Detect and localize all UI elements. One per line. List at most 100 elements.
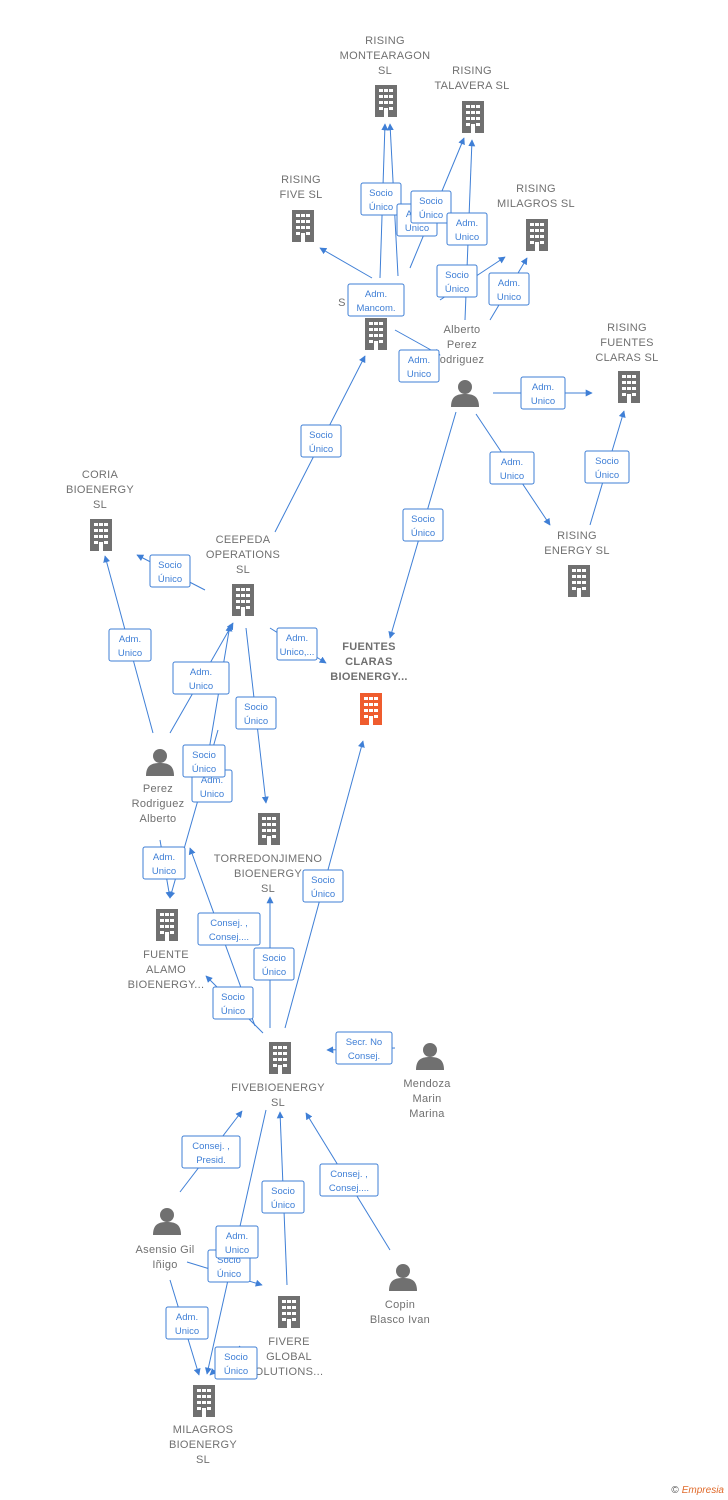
node-label[interactable]: OPERATIONS [206, 549, 280, 561]
edge-label-box[interactable] [520, 376, 566, 410]
node-label[interactable]: SL [378, 65, 392, 77]
edge-label-box[interactable] [489, 451, 535, 485]
edge-label[interactable]: Adm.Unico [165, 1306, 209, 1340]
node-label[interactable]: SL [261, 883, 275, 895]
edge-label-box[interactable] [253, 947, 295, 981]
edge-label-box[interactable] [335, 1031, 393, 1065]
node-label[interactable]: SL [271, 1097, 285, 1109]
building-icon[interactable] [90, 519, 112, 551]
node-rising-talavera[interactable]: RISING TALAVERA SL [434, 65, 509, 133]
node-rising-energy[interactable]: RISING ENERGY SL [544, 530, 609, 597]
node-label[interactable]: Marin [412, 1093, 441, 1105]
edge-label-box[interactable] [197, 912, 261, 946]
node-label[interactable]: Copin [385, 1299, 415, 1311]
edge-label-box[interactable] [215, 1225, 259, 1259]
edge-label-box[interactable] [181, 1135, 241, 1169]
node-label[interactable]: CEEPEDA [216, 534, 271, 546]
node-label[interactable]: RISING [452, 65, 492, 77]
node-label[interactable]: Marina [409, 1108, 445, 1120]
edge-label[interactable]: Adm.Unico [520, 376, 566, 410]
node-label[interactable]: TALAVERA SL [434, 80, 509, 92]
node-label[interactable]: OLUTIONS... [255, 1366, 324, 1378]
building-icon[interactable] [462, 101, 484, 133]
node-label[interactable]: SL [93, 499, 107, 511]
edge-label-box[interactable] [172, 661, 230, 695]
edge-label-box[interactable] [347, 283, 405, 317]
building-icon[interactable] [360, 693, 382, 725]
edge-label[interactable]: Adm.Mancom. [347, 283, 405, 317]
node-label[interactable]: ENERGY SL [544, 545, 609, 557]
node-label[interactable]: Alberto [140, 813, 177, 825]
edge-label[interactable]: Consej. ,Consej.... [319, 1163, 379, 1197]
node-label[interactable]: RISING [557, 530, 597, 542]
edge-label-box[interactable] [398, 349, 440, 383]
building-icon[interactable] [568, 565, 590, 597]
edge-label[interactable]: Adm.Unico [398, 349, 440, 383]
edge-label-box[interactable] [488, 272, 530, 306]
node-label[interactable]: CLARAS SL [595, 352, 658, 364]
node-label[interactable]: MILAGROS [173, 1424, 233, 1436]
building-icon[interactable] [269, 1042, 291, 1074]
edge-label[interactable]: Adm.Unico,... [276, 627, 318, 661]
node-label[interactable]: BIOENERGY... [330, 671, 408, 683]
edge-label-box[interactable] [261, 1180, 305, 1214]
edge-label[interactable]: Adm.Unico [142, 846, 186, 880]
building-icon[interactable] [278, 1296, 300, 1328]
node-label[interactable]: FIVE SL [279, 189, 322, 201]
edge-label-box[interactable] [108, 628, 152, 662]
node-label[interactable]: Rodriguez [132, 798, 185, 810]
edge-label-box[interactable] [300, 424, 342, 458]
edge-label-box[interactable] [446, 212, 488, 246]
building-icon[interactable] [618, 371, 640, 403]
edge-label[interactable]: Consej. ,Consej.... [197, 912, 261, 946]
node-label[interactable]: Iñigo [152, 1259, 177, 1271]
person-icon[interactable] [451, 380, 479, 407]
edge-label-box[interactable] [214, 1346, 258, 1380]
edge-label-box[interactable] [149, 554, 191, 588]
edge-label-box[interactable] [302, 869, 344, 903]
edge-label-box[interactable] [276, 627, 318, 661]
node-label[interactable]: Alberto [444, 324, 481, 336]
building-icon[interactable] [232, 584, 254, 616]
edge-label-box[interactable] [410, 190, 452, 224]
node-label[interactable]: FUENTES [342, 641, 395, 653]
node-label[interactable]: SL [236, 564, 250, 576]
building-icon[interactable] [526, 219, 548, 251]
edge-label-box[interactable] [165, 1306, 209, 1340]
node-label[interactable]: CLARAS [345, 656, 393, 668]
node-label[interactable]: Mendoza [403, 1078, 451, 1090]
edge-label[interactable]: Adm.Unico [108, 628, 152, 662]
edge-label-box[interactable] [212, 986, 254, 1020]
edge-label[interactable]: Adm.Unico [488, 272, 530, 306]
node-ceepeda-operations[interactable]: CEEPEDA OPERATIONS SL [206, 534, 280, 616]
node-label[interactable]: RISING [607, 322, 647, 334]
edge-label[interactable]: Adm.Unico [172, 661, 230, 695]
node-label[interactable]: FIVERE [268, 1336, 310, 1348]
edge-label-box[interactable] [436, 264, 478, 298]
node-label[interactable]: BIOENERGY... [128, 979, 205, 991]
person-icon[interactable] [146, 749, 174, 776]
node-label[interactable]: MONTEARAGON [340, 50, 431, 62]
node-fuente-alamo-bioenergy[interactable]: FUENTEALAMOBIOENERGY... [128, 909, 205, 991]
node-label[interactable]: S [338, 297, 346, 309]
edge-label[interactable]: Adm.Unico [446, 212, 488, 246]
